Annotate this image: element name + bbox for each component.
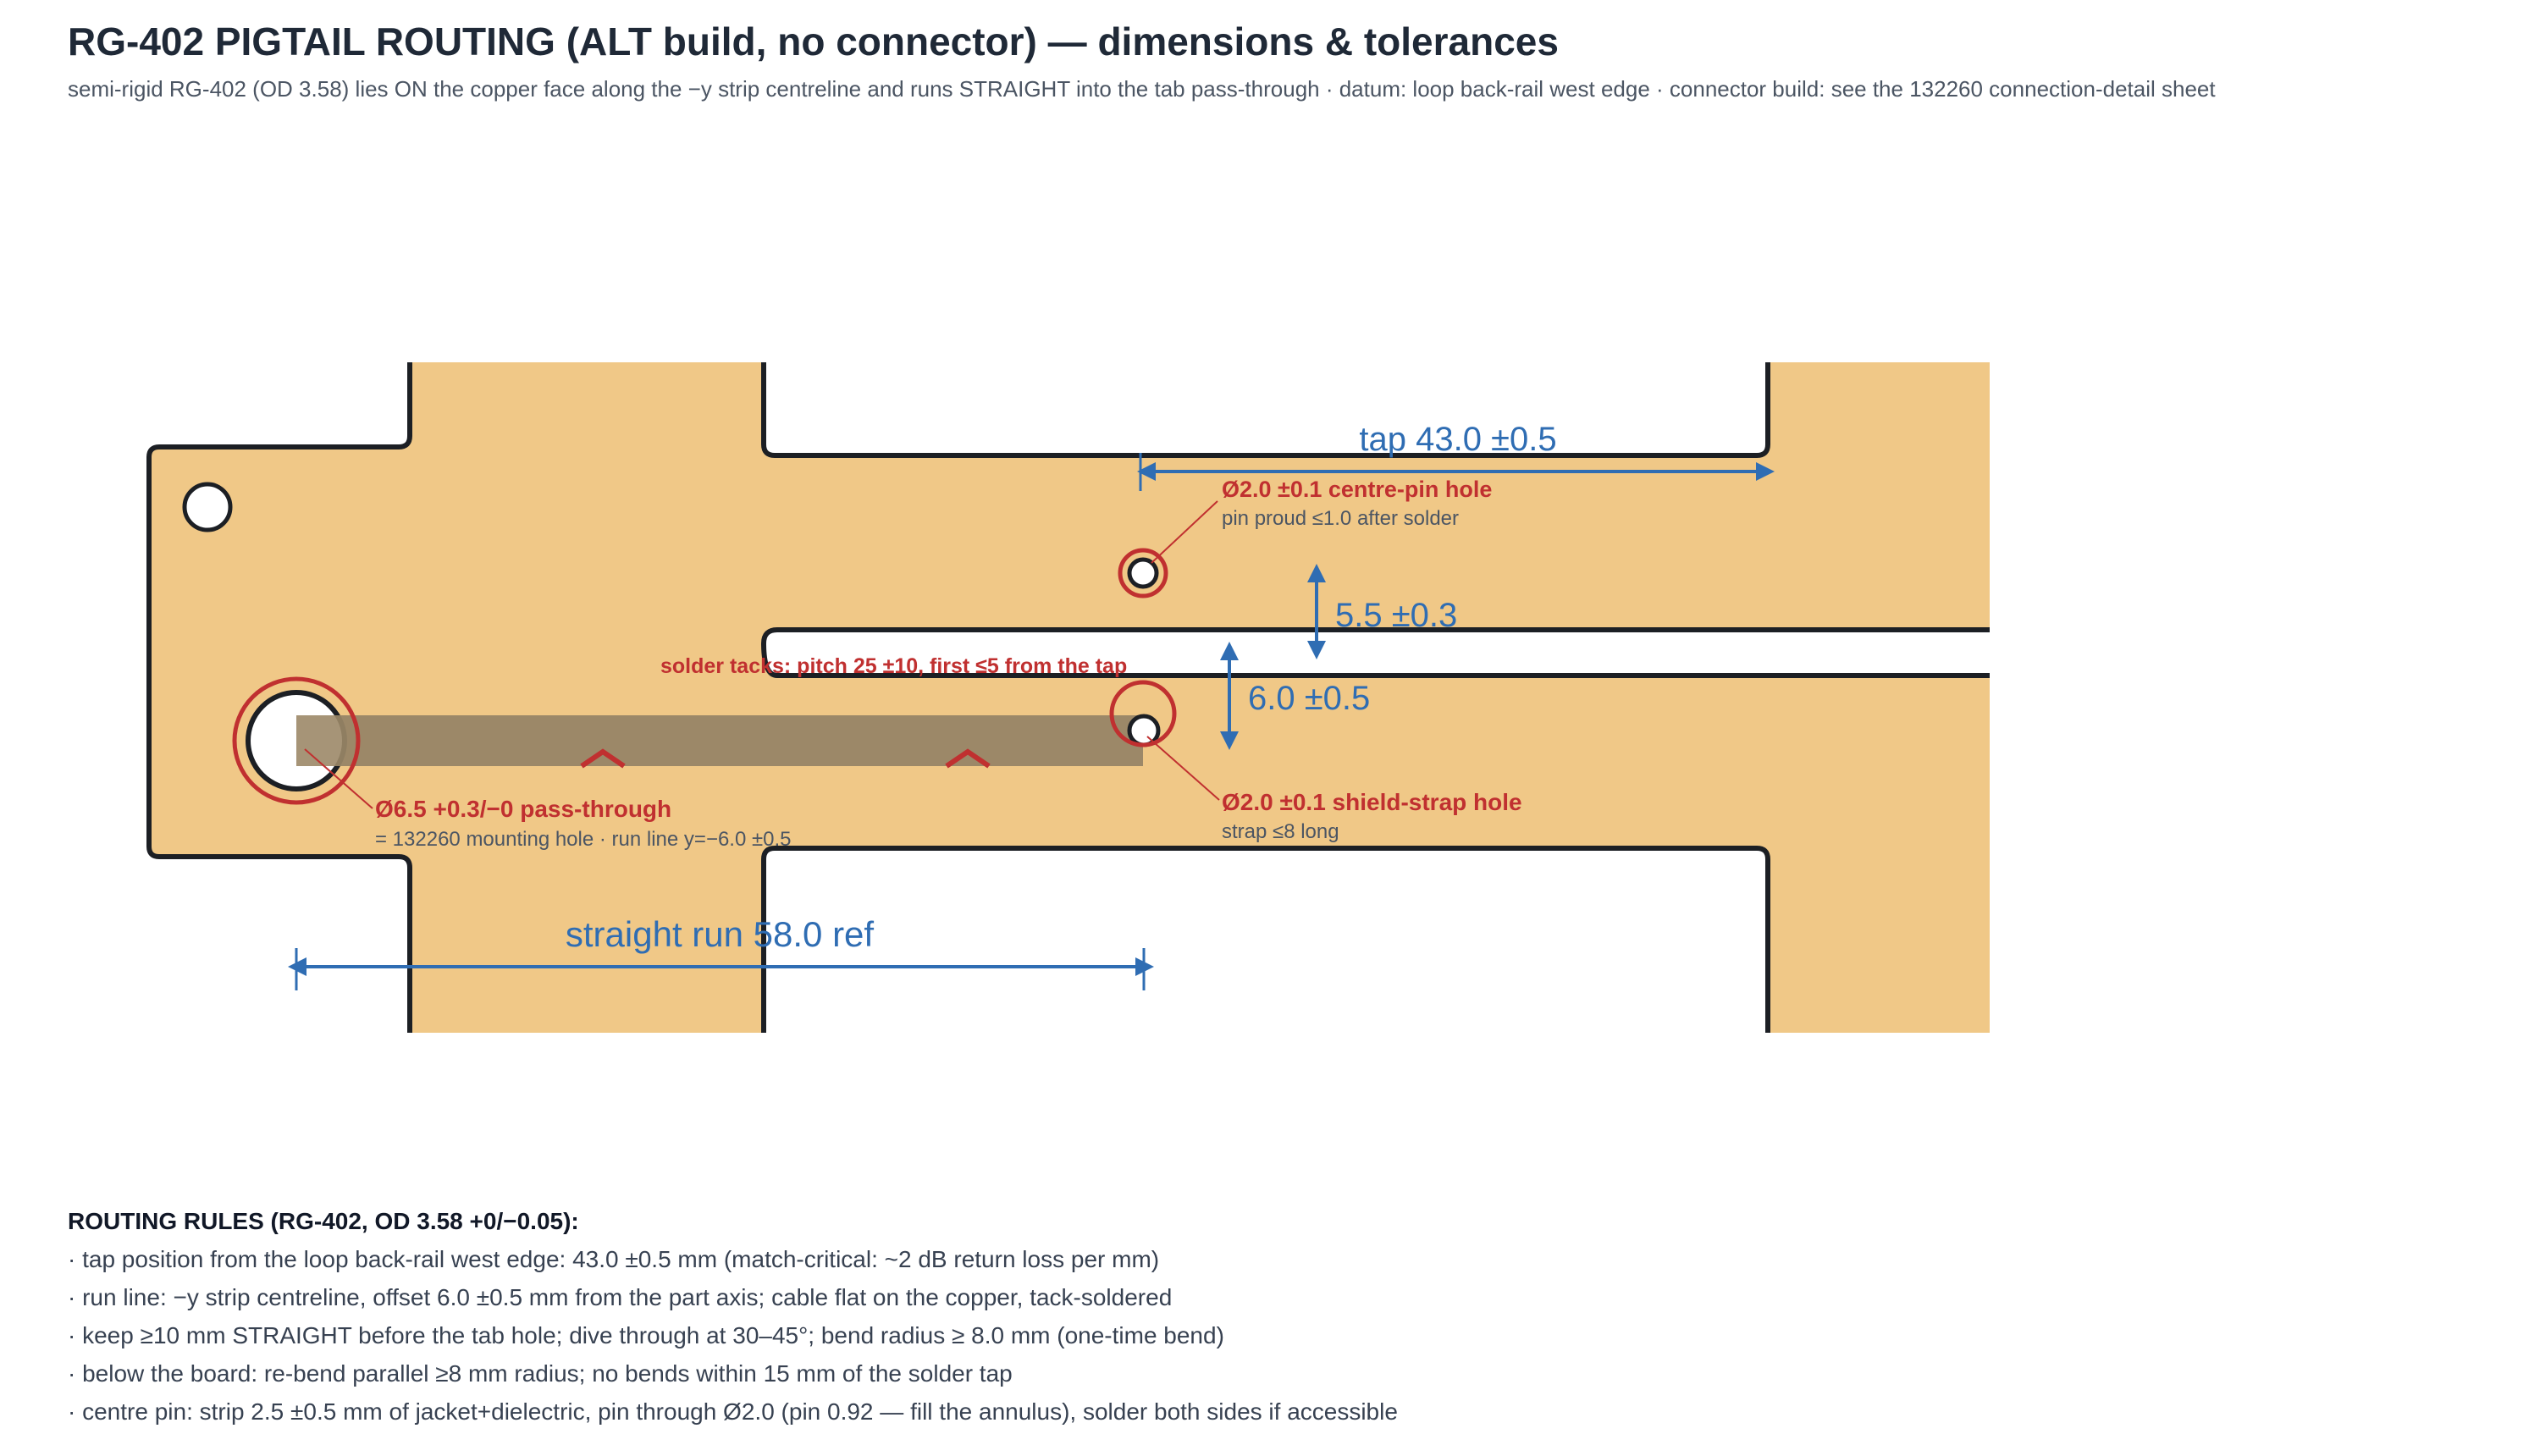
routing-rule-item: · keep ≥10 mm STRAIGHT before the tab ho…	[68, 1322, 1224, 1348]
centre-pin-hole	[1127, 557, 1159, 589]
leader-shield-strap	[1146, 736, 1220, 801]
solder-tacks-label: solder tacks: pitch 25 ±10, first ≤5 fro…	[660, 654, 1127, 678]
page-subtitle: semi-rigid RG-402 (OD 3.58) lies ON the …	[68, 76, 2216, 102]
routing-rules-heading: ROUTING RULES (RG-402, OD 3.58 +0/−0.05)…	[68, 1208, 579, 1234]
shield-strap-hole-highlight	[1109, 680, 1177, 747]
mounting-hole	[182, 482, 233, 532]
slot	[764, 630, 1990, 676]
slot-gap-dimension-label: 5.5 ±0.3	[1335, 597, 1457, 634]
routing-rule-item: · below the board: re-bend parallel ≥8 m…	[68, 1360, 1013, 1387]
leader-pass-through	[304, 748, 373, 809]
tap-dimension-label: tap 43.0 ±0.5	[1359, 421, 1556, 458]
shield-strap-hole	[1127, 714, 1161, 747]
straight-run-dimension-label: straight run 58.0 ref	[566, 914, 875, 954]
routing-rule-item: · run line: −y strip centreline, offset …	[68, 1284, 1173, 1310]
centre-pin-hole-note: pin proud ≤1.0 after solder	[1222, 507, 1459, 530]
pass-through-note: = 132260 mounting hole · run line y=−6.0…	[375, 828, 792, 851]
routing-rules: ROUTING RULES (RG-402, OD 3.58 +0/−0.05)…	[68, 1202, 1398, 1431]
centre-pin-hole-highlight	[1118, 548, 1168, 598]
slot-outline	[760, 627, 1990, 678]
pass-through-highlight	[232, 676, 361, 805]
centre-pin-hole-label: Ø2.0 ±0.1 centre-pin hole	[1222, 477, 1492, 502]
routing-rule-item: · tap position from the loop back-rail w…	[68, 1246, 1160, 1272]
shield-strap-hole-label: Ø2.0 ±0.1 shield-strap hole	[1222, 789, 1522, 815]
page-title: RG-402 PIGTAIL ROUTING (ALT build, no co…	[68, 19, 1559, 63]
leader-centre-pin	[1151, 500, 1218, 564]
cable-run	[296, 715, 1143, 766]
copper-part	[149, 362, 1990, 1033]
solder-tack-marker	[580, 748, 626, 769]
routing-rule-item: · centre pin: strip 2.5 ±0.5 mm of jacke…	[68, 1398, 1398, 1425]
shield-strap-hole-note: strap ≤8 long	[1222, 820, 1339, 843]
part-outline	[146, 362, 1770, 1033]
cable-end	[296, 715, 347, 766]
solder-tack-marker	[945, 748, 991, 769]
pass-through-label: Ø6.5 +0.3/−0 pass-through	[375, 796, 671, 822]
offset-dimension-label: 6.0 ±0.5	[1248, 680, 1370, 717]
